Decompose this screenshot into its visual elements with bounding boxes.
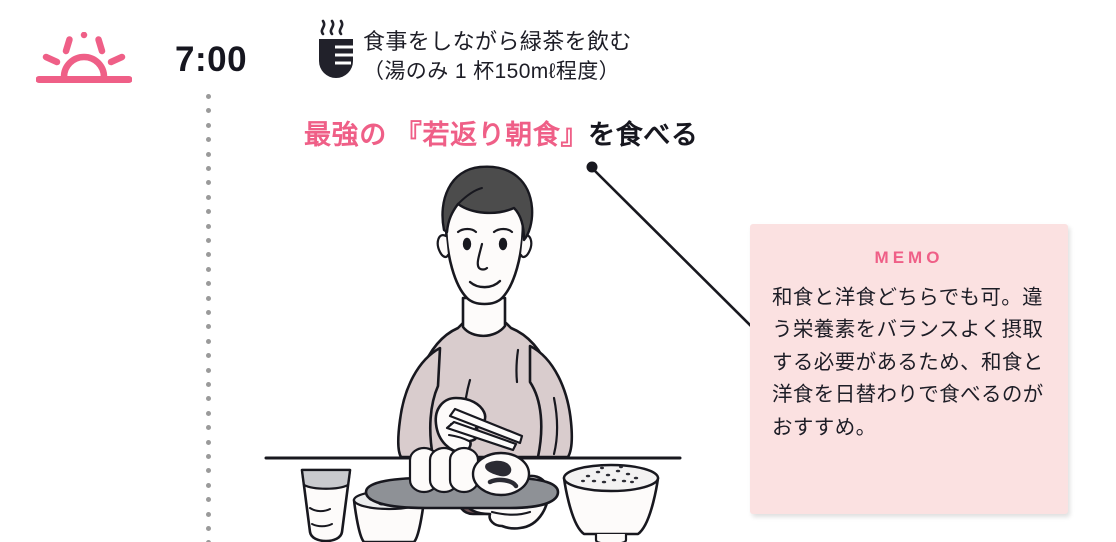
- tea-note-line-1: 食事をしながら緑茶を飲む: [363, 29, 632, 54]
- timeline-dot: [206, 324, 211, 330]
- memo-body: 和食と洋食どちらでも可。違う栄養素をバランスよく摂取する必要があるため、和食と洋…: [772, 286, 1044, 439]
- timeline-dot: [206, 439, 211, 445]
- timeline-dot: [206, 180, 211, 186]
- timeline-dot: [206, 108, 211, 114]
- timeline-dot: [206, 511, 211, 517]
- memo-title: MEMO: [874, 248, 944, 267]
- timeline-dot: [206, 122, 211, 128]
- timeline-dotted-line: [206, 94, 216, 542]
- tea-note-line-2: （湯のみ 1 杯150mℓ程度）: [363, 60, 621, 84]
- sunrise-icon: [35, 31, 133, 84]
- page-title: 最強の 『若返り朝食』を食べる: [304, 119, 699, 151]
- timeline-dot: [206, 94, 211, 99]
- timeline-dot: [206, 425, 211, 431]
- timeline-dot: [206, 223, 211, 229]
- timeline-dot: [206, 137, 211, 143]
- memo-callout: MEMO 和食と洋食どちらでも可。違う栄養素をバランスよく摂取する必要があるため…: [750, 224, 1068, 514]
- timeline-dot: [206, 353, 211, 359]
- timeline-dot: [206, 166, 211, 171]
- headline-highlight: 最強の 『若返り朝食』: [304, 120, 589, 150]
- timeline-dot: [206, 396, 211, 402]
- timeline-dot: [206, 410, 211, 416]
- timeline-dot: [206, 540, 211, 542]
- timeline-dot: [206, 367, 211, 373]
- timeline-dot: [206, 454, 211, 459]
- schedule-time: 7:00: [175, 40, 248, 79]
- tea-note-text: 食事をしながら緑茶を飲む （湯のみ 1 杯150mℓ程度）: [363, 26, 783, 87]
- timeline-dot: [206, 238, 211, 243]
- timeline-dot: [206, 295, 211, 301]
- timeline-dot: [206, 338, 211, 344]
- timeline-dot: [206, 194, 211, 200]
- timeline-dot: [206, 252, 211, 258]
- timeline-dot: [206, 281, 211, 287]
- timeline-dot: [206, 266, 211, 272]
- teacup-with-steam-icon: [313, 17, 359, 79]
- timeline-dot: [206, 209, 211, 215]
- timeline-dot: [206, 526, 211, 531]
- timeline-dot: [206, 382, 211, 387]
- timeline-dot: [206, 310, 211, 315]
- timeline-dot: [206, 482, 211, 488]
- timeline-dot: [206, 468, 211, 474]
- timeline-dot: [206, 151, 211, 157]
- breakfast-illustration: [258, 160, 688, 542]
- timeline-dot: [206, 497, 211, 503]
- headline-rest: を食べる: [588, 120, 699, 150]
